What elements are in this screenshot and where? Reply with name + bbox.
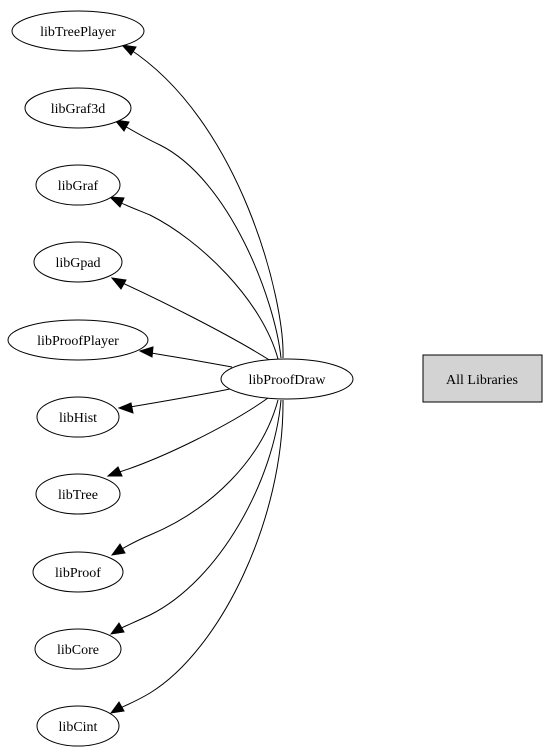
dependency-nodes: libTreePlayer libGraf3d libGraf libGpad …: [7, 10, 149, 747]
node-label-libProofPlayer: libProofPlayer: [37, 334, 119, 349]
edges: [106, 44, 284, 714]
node-libCore[interactable]: libCore: [34, 628, 122, 670]
node-libGraf[interactable]: libGraf: [35, 164, 121, 206]
edge-libGraf: [112, 198, 279, 360]
edge-libCore: [114, 399, 282, 632]
arrowhead-libProof: [110, 543, 126, 556]
node-label-libHist: libHist: [59, 411, 97, 426]
node-libTreePlayer[interactable]: libTreePlayer: [11, 10, 145, 52]
node-libCint[interactable]: libCint: [36, 705, 120, 747]
arrowhead-libTreePlayer: [120, 44, 137, 56]
node-label-libGraf: libGraf: [58, 179, 99, 194]
edge-libHist: [123, 388, 231, 409]
node-label-libGraf3d: libGraf3d: [51, 102, 105, 117]
arrowhead-libCint: [109, 701, 125, 714]
node-libProof[interactable]: libProof: [32, 551, 124, 593]
node-libGpad[interactable]: libGpad: [33, 241, 123, 283]
node-libHist[interactable]: libHist: [36, 396, 120, 438]
arrowhead-libProofPlayer: [138, 346, 154, 358]
node-label-libProofDraw: libProofDraw: [249, 373, 327, 388]
edge-libProofPlayer: [144, 351, 233, 368]
node-libGraf3d[interactable]: libGraf3d: [24, 87, 132, 129]
edge-libTreePlayer: [127, 47, 284, 359]
arrowhead-libHist: [117, 402, 134, 414]
node-label-libTreePlayer: libTreePlayer: [40, 25, 116, 40]
node-label-libTree: libTree: [58, 488, 98, 503]
arrowhead-libCore: [109, 622, 125, 635]
edge-libTree: [112, 397, 269, 475]
node-libProofDraw[interactable]: libProofDraw: [220, 358, 354, 400]
node-label-libProof: libProof: [55, 566, 101, 581]
node-libTree[interactable]: libTree: [35, 473, 121, 515]
arrowhead-libGraf3d: [113, 119, 130, 132]
edge-libCint: [115, 399, 284, 711]
all-libraries-label: All Libraries: [446, 373, 518, 388]
arrowhead-libGpad: [110, 277, 127, 290]
edge-libGpad: [115, 279, 272, 362]
edge-libGraf3d: [117, 121, 282, 359]
node-label-libGpad: libGpad: [55, 256, 100, 271]
edge-libProof: [115, 399, 279, 553]
all-libraries-button[interactable]: All Libraries: [422, 354, 543, 403]
node-label-libCore: libCore: [57, 643, 99, 658]
arrowhead-libTree: [106, 466, 123, 477]
arrowhead-libGraf: [108, 196, 125, 208]
node-label-libCint: libCint: [59, 720, 98, 735]
node-libProofPlayer[interactable]: libProofPlayer: [7, 319, 149, 361]
